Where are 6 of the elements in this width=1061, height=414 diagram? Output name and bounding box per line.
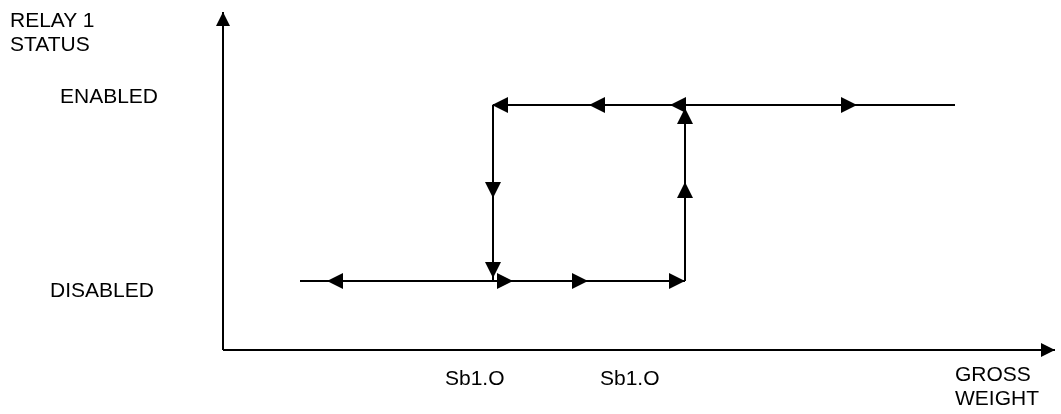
state-label: ENABLED [60,84,160,108]
axis-label: Sb1.O [445,366,506,390]
axis-label: GROSS WEIGHT [955,362,1040,410]
axis-label: Sb1.O [600,366,661,390]
state-label: DISABLED [50,278,155,302]
axis-title: RELAY 1 STATUS [10,8,96,56]
